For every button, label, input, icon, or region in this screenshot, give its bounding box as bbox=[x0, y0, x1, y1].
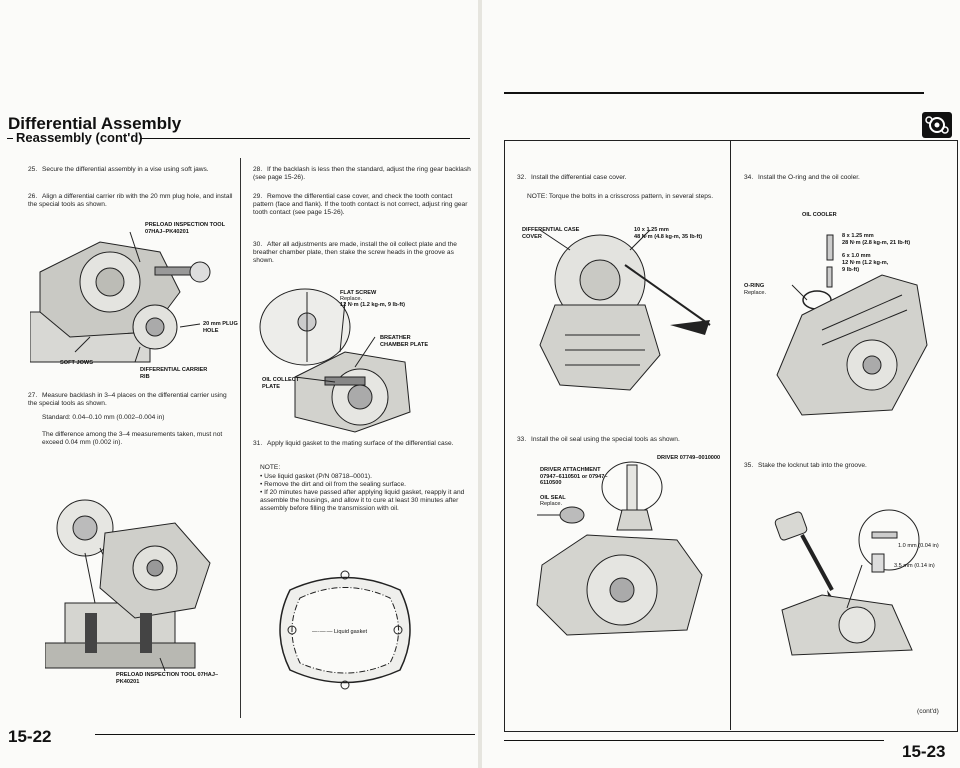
bolt-note: NOTE: Torque the bolts in a crisscross p… bbox=[527, 193, 714, 200]
step-30: 30.After all adjustments are made, insta… bbox=[253, 241, 457, 264]
preload-tool-label: PRELOAD INSPECTION TOOL 07HAJ–PK40201 bbox=[145, 222, 225, 235]
stake-locknut-illustration bbox=[774, 509, 920, 656]
left-page: Differential Assembly Reassembly (cont'd… bbox=[0, 0, 478, 768]
cooler-torque-label: 28 N·m (2.8 kg-m, 21 lb-ft) bbox=[842, 240, 911, 246]
step-31: 31.Apply liquid gasket to the mating sur… bbox=[253, 440, 454, 447]
note-title: NOTE: bbox=[260, 464, 281, 471]
plug-hole-label: 20 mm PLUG HOLE bbox=[203, 321, 238, 334]
gear-section-icon bbox=[922, 112, 952, 138]
footer-rule-right bbox=[504, 740, 884, 741]
step-34: 34.Install the O-ring and the oil cooler… bbox=[744, 174, 860, 181]
subtitle-rule-left bbox=[7, 138, 13, 139]
note-item: • Remove the dirt and oil from the seali… bbox=[260, 481, 406, 488]
page-number-left: 15-22 bbox=[8, 727, 52, 746]
page-gutter bbox=[478, 0, 482, 768]
bolt-torque-label: 48 N·m (4.8 kg-m, 35 lb-ft) bbox=[634, 234, 703, 240]
o-ring-label: O-RING bbox=[744, 283, 765, 289]
oil-cooler-illustration bbox=[776, 234, 928, 416]
o-ring-replace: Replace. bbox=[744, 290, 767, 296]
subtitle-rule-right bbox=[140, 138, 470, 139]
flat-screw-label: FLAT SCREW bbox=[340, 290, 377, 296]
step-32: 32.Install the differential case cover. bbox=[517, 174, 627, 181]
oil-seal-replace: Replace. bbox=[540, 501, 563, 507]
liquid-gasket-label: —·—·— Liquid gasket bbox=[312, 629, 368, 635]
cooler-torque2b-label: 9 lb-ft) bbox=[842, 267, 860, 273]
preload-tool-label-2: PRELOAD INSPECTION TOOL 07HAJ–PK40201 bbox=[116, 672, 219, 685]
driver-label: DRIVER 07749–0010000 bbox=[657, 455, 721, 461]
cooler-bolt-label: 8 x 1.25 mm bbox=[842, 233, 874, 239]
step-26: 26.Align a differential carrier rib with… bbox=[28, 193, 233, 208]
case-cover-illustration bbox=[539, 229, 711, 391]
backlash-measure-illustration bbox=[45, 499, 211, 672]
note-item: • If 20 minutes have passed after applyi… bbox=[260, 489, 465, 512]
continued-label: (cont'd) bbox=[917, 708, 939, 715]
step-25: 25.Secure the differential assembly in a… bbox=[28, 166, 209, 173]
oil-seal-label: OIL SEAL bbox=[540, 495, 566, 501]
right-page: 32.Install the differential case cover. … bbox=[482, 0, 960, 768]
flat-screw-replace: Replace. bbox=[340, 296, 363, 302]
footer-rule-left bbox=[95, 734, 475, 735]
backlash-standard: Standard: 0.04–0.10 mm (0.002–0.004 in) bbox=[42, 414, 165, 421]
page-subtitle: Reassembly (cont'd) bbox=[16, 130, 143, 145]
step-27: 27.Measure backlash in 3–4 places on the… bbox=[28, 392, 227, 407]
oil-seal-illustration bbox=[536, 461, 703, 636]
content-frame bbox=[504, 140, 958, 732]
driver-attachment-label: DRIVER ATTACHMENT 07947–6110501 or 07947… bbox=[540, 467, 608, 487]
flat-screw-torque: 12 N·m (1.2 kg-m, 9 lb-ft) bbox=[340, 302, 405, 308]
stake-dim-2: 3.5 mm (0.14 in) bbox=[894, 563, 935, 569]
step-35: 35.Stake the locknut tab into the groove… bbox=[744, 462, 867, 469]
liquid-gasket-illustration bbox=[279, 570, 411, 690]
bolt-spec-label: 10 x 1.25 mm bbox=[634, 227, 669, 233]
cooler-bolt2-label: 6 x 1.0 mm bbox=[842, 253, 871, 259]
column-divider bbox=[240, 158, 241, 718]
breather-plate-illustration bbox=[259, 288, 411, 433]
oil-cooler-label: OIL COOLER bbox=[802, 212, 837, 218]
step-33: 33.Install the oil seal using the specia… bbox=[517, 436, 680, 443]
cooler-torque2-label: 12 N·m (1.2 kg-m, bbox=[842, 260, 889, 266]
backlash-difference: The difference among the 3–4 measurement… bbox=[42, 431, 223, 446]
notes-list: • Use liquid gasket (P/N 08718–0001). • … bbox=[260, 473, 472, 513]
header-rule-right bbox=[504, 92, 924, 94]
diff-cover-label: DIFFERENTIAL CASE COVER bbox=[522, 227, 580, 240]
step-29: 29.Remove the differential case cover, a… bbox=[253, 193, 468, 216]
stake-dim-1: 1.0 mm (0.04 in) bbox=[898, 543, 939, 549]
page-title: Differential Assembly bbox=[8, 114, 182, 133]
step-28: 28.If the backlash is less then the stan… bbox=[253, 166, 471, 181]
differential-vise-illustration bbox=[30, 231, 211, 363]
note-item: • Use liquid gasket (P/N 08718–0001). bbox=[260, 473, 372, 480]
carrier-rib-label: DIFFERENTIAL CARRIER RIB bbox=[140, 367, 208, 380]
right-column-divider bbox=[730, 140, 731, 730]
page-number-right: 15-23 bbox=[902, 742, 946, 761]
oil-collect-label: OIL COLLECT PLATE bbox=[262, 377, 300, 390]
soft-jaws-label: SOFT JOWS bbox=[60, 360, 93, 366]
breather-label: BREATHER CHAMBER PLATE bbox=[380, 335, 429, 348]
